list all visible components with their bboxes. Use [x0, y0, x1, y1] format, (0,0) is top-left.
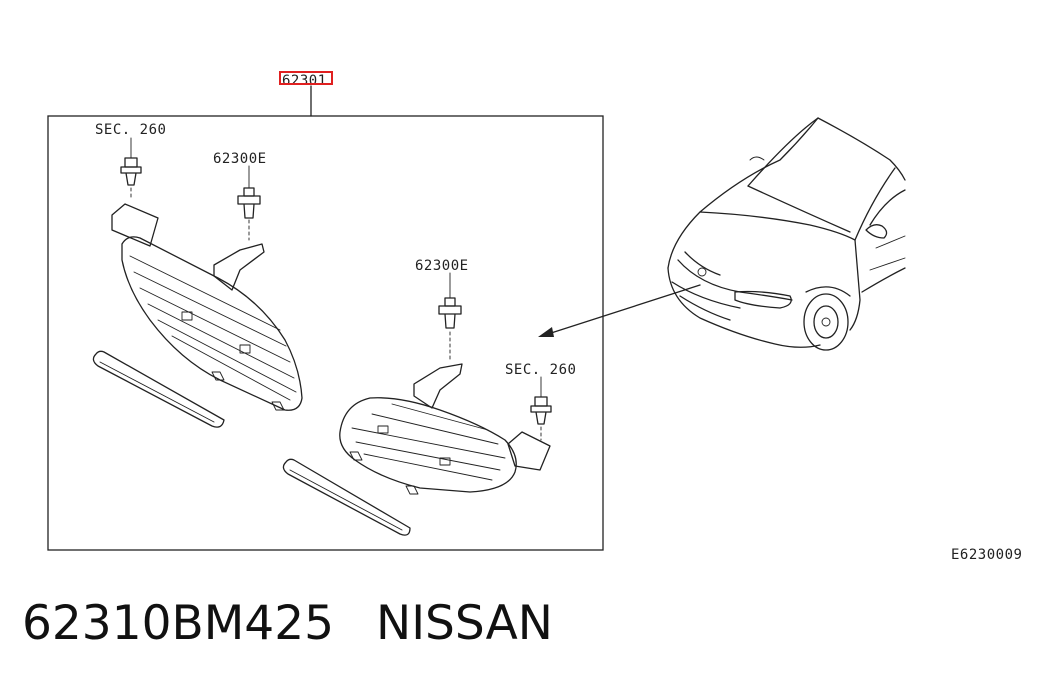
location-arrow	[538, 284, 701, 337]
label-sec-260-left[interactable]: SEC. 260	[95, 122, 166, 138]
clip-left	[120, 157, 142, 201]
footer-part-number: 62310BM425	[22, 596, 335, 651]
label-62300e-right[interactable]: 62300E	[415, 258, 469, 274]
callout-highlight	[279, 71, 333, 85]
label-62300e-left[interactable]: 62300E	[213, 151, 267, 167]
footer: 62310BM425 NISSAN	[22, 596, 553, 651]
assembly-frame	[47, 115, 604, 551]
screw-right	[438, 297, 462, 363]
molding-left	[92, 350, 225, 428]
label-sec-260-right[interactable]: SEC. 260	[505, 362, 576, 378]
grille-left	[111, 203, 303, 411]
callout-part-number[interactable]: 62301	[282, 73, 327, 89]
vehicle-sketch	[667, 117, 906, 351]
clip-right	[530, 396, 552, 441]
molding-right	[282, 458, 411, 536]
screw-left	[237, 187, 261, 241]
grille-right	[339, 363, 551, 495]
image-code: E6230009	[951, 547, 1022, 563]
footer-brand: NISSAN	[376, 596, 553, 651]
